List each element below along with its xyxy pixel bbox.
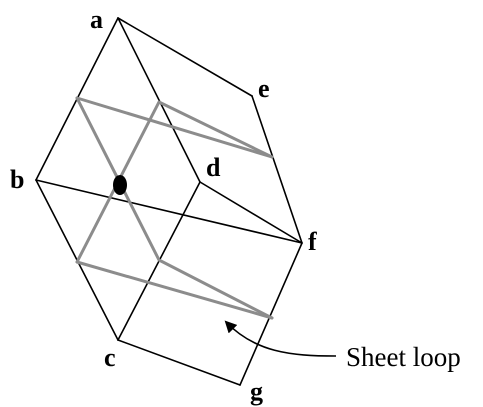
edge-e-a [117, 17, 253, 97]
vertex-label-a: a [90, 5, 103, 34]
sheet-loop-bottom-edge [75, 260, 274, 320]
edge-d-f [199, 181, 303, 244]
sheet-loop-upper [75, 96, 274, 320]
edge-c-g [117, 339, 241, 386]
vertex-label-b: b [10, 165, 24, 194]
edge-b-f [35, 179, 303, 244]
sheet-loop-top-edge [75, 96, 274, 159]
sheet-loop [75, 96, 274, 320]
sheet-loop-arrow [224, 320, 337, 357]
edge-g-f [239, 242, 303, 386]
vertex-label-c: c [104, 343, 116, 372]
vertex-label-g: g [250, 377, 263, 406]
vertex-label-f: f [308, 227, 317, 256]
sheet-loop-label: Sheet loop [346, 342, 461, 372]
vertex-label-d: d [206, 153, 221, 182]
sheet-loop-lower [75, 100, 274, 264]
mesh-edges [35, 17, 303, 386]
edge-f-e [251, 95, 303, 244]
edge-a-d [117, 17, 201, 183]
vertex-label-e: e [258, 74, 270, 103]
loop-crossing-dot [113, 175, 127, 195]
